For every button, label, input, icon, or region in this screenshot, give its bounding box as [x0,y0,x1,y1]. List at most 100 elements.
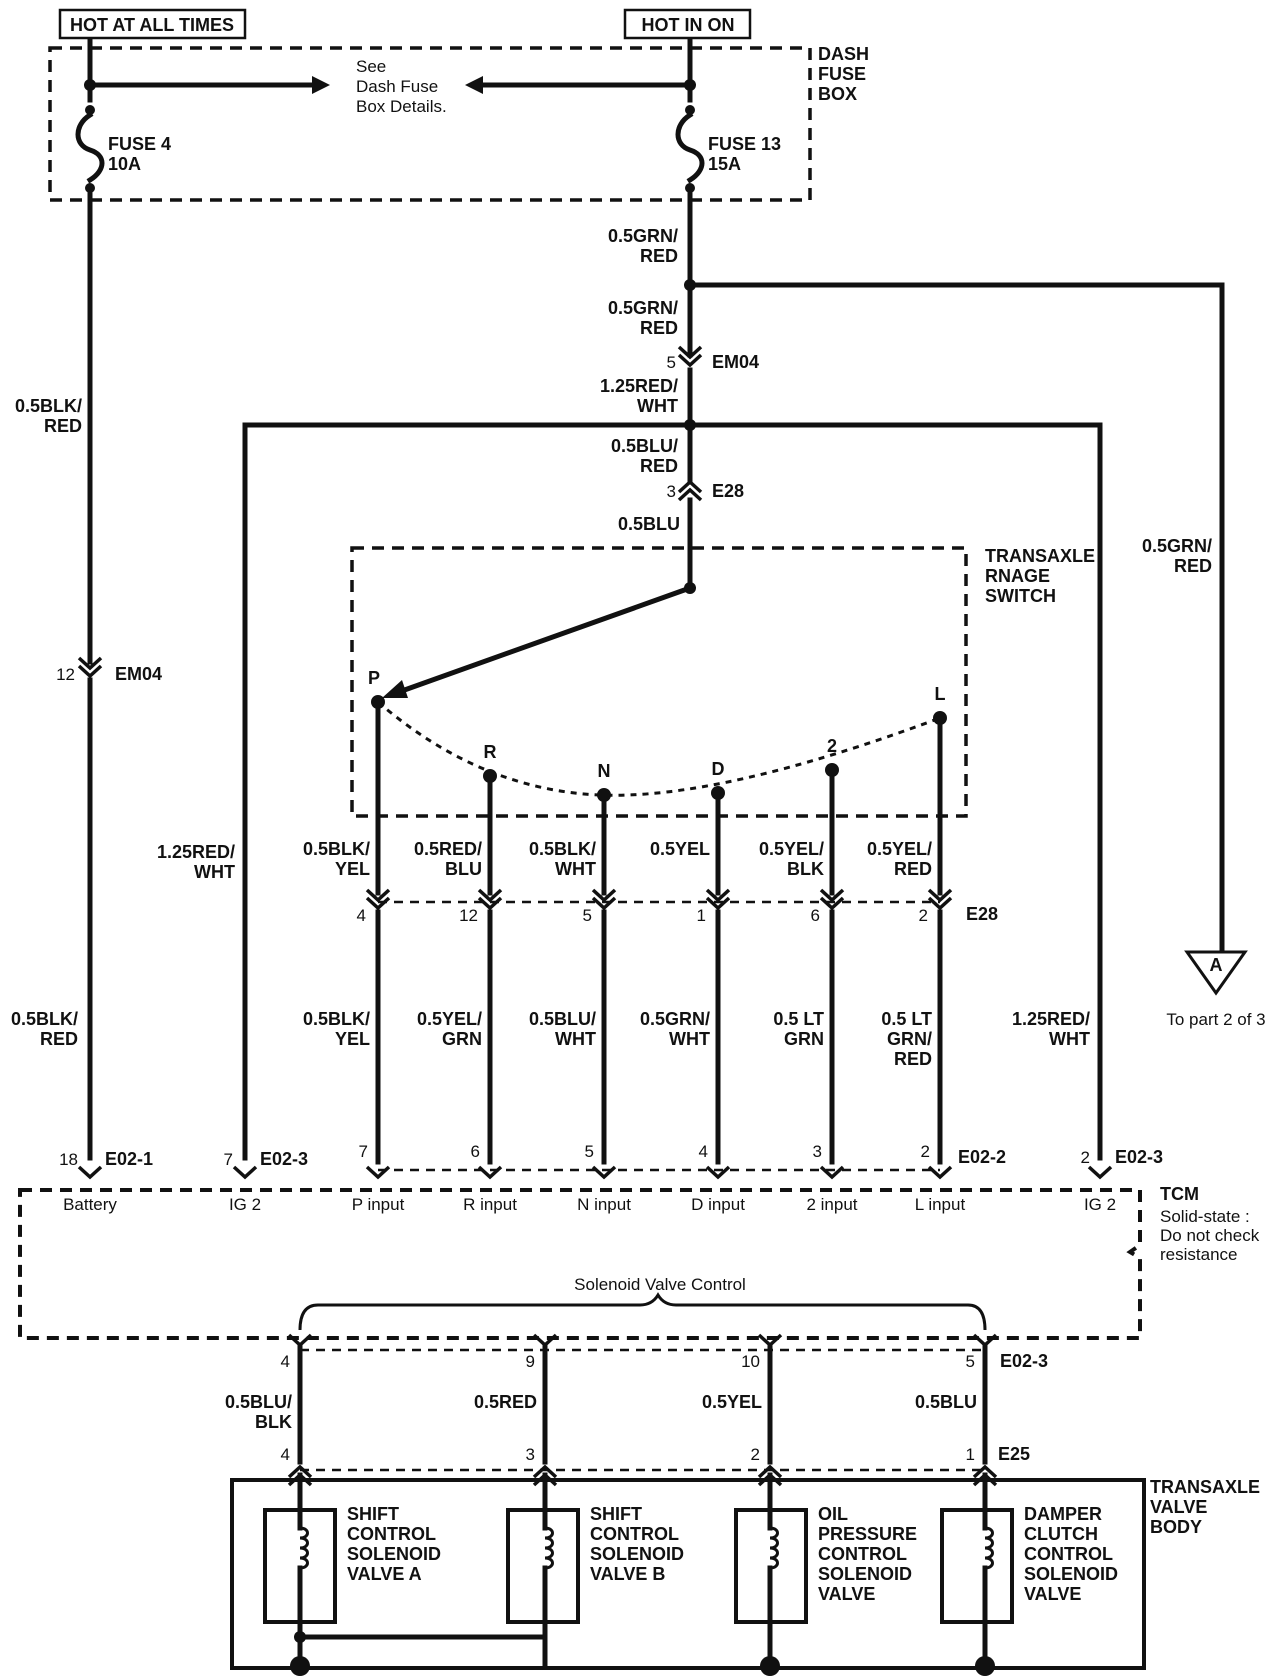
wire-upper-L: 0.5YEL/RED [867,839,932,879]
e28-pin3: 3 [667,482,676,501]
wire-upper-R: 0.5RED/BLU [414,839,482,879]
wire-upper-2: 0.5YEL/BLK [759,839,824,879]
valve-body-outline [230,1478,1146,1670]
e28-pin-2: 6 [811,906,820,925]
tcm-title: TCM [1160,1184,1199,1204]
fuse-13-symbol [675,111,705,184]
e02-pin-N: 5 [585,1142,594,1161]
em04-label: EM04 [712,352,759,372]
fuse-4-symbol [75,111,105,184]
solenoid-control-label: Solenoid Valve Control [574,1275,746,1294]
e02-3-label-b: E02-3 [1115,1147,1163,1167]
e25-label: E25 [998,1444,1030,1464]
ground-icon [290,1656,310,1676]
em04-pin5: 5 [667,353,676,372]
e28-pin-L: 2 [919,906,928,925]
valve-wire-3: 0.5BLU [915,1392,977,1412]
wire-blk-red-upper: 0.5BLK/RED [15,396,82,436]
valve-e02-pin-1: 9 [526,1352,535,1371]
tcm-pin-1: IG 2 [229,1195,261,1214]
tcm-pin-6: 2 input [806,1195,857,1214]
valve-wire-0: 0.5BLU/BLK [225,1392,292,1432]
switch-contact-arc [377,700,941,797]
tcm-pin-2: P input [352,1195,405,1214]
switch-position-D: D [712,759,725,779]
e02-2-label: E02-2 [958,1147,1006,1167]
em04-pin12: 12 [56,665,75,684]
ground-icon [975,1656,995,1676]
e02-pin-P: 7 [359,1142,368,1161]
tcm-pin-7: L input [915,1195,966,1214]
wire-lower-N: 0.5BLU/WHT [529,1009,596,1049]
valve-e25-pin-1: 3 [526,1445,535,1464]
hot-at-all-times-label: HOT AT ALL TIMES [70,15,234,35]
wire-blu: 0.5BLU [618,514,680,534]
switch-position-R: R [484,742,497,762]
e28-pin-P: 4 [357,906,366,925]
pin-2: 2 [1081,1148,1090,1167]
e02-1-label: E02-1 [105,1149,153,1169]
wire-grn-red-1: 0.5GRN/RED [608,226,678,266]
wire-grn-red-2: 0.5GRN/RED [608,298,678,338]
e02-pin-2: 3 [813,1142,822,1161]
ground-icon [760,1656,780,1676]
wire-red-wht-top: 1.25RED/WHT [600,376,678,416]
e28-pin-N: 5 [583,906,592,925]
pin-18: 18 [59,1150,78,1169]
valve-e25-pin-0: 4 [281,1445,290,1464]
wire-ig2-right: 1.25RED/WHT [1012,1009,1090,1049]
coil-icon [544,1526,554,1570]
coil-icon [769,1526,779,1570]
wire-blk-red-lower: 0.5BLK/RED [11,1009,78,1049]
hot-in-on-label: HOT IN ON [642,15,735,35]
valve-wire-1: 0.5RED [474,1392,537,1412]
tcm-pin-5: D input [691,1195,745,1214]
tcm-pin-8: IG 2 [1084,1195,1116,1214]
e02-pin-R: 6 [471,1142,480,1161]
tcm-pin-3: R input [463,1195,517,1214]
wire-blu-red: 0.5BLU/RED [611,436,678,476]
wire-lower-D: 0.5GRN/WHT [640,1009,710,1049]
arrow-right-icon [312,76,330,94]
e28-pin-D: 1 [697,906,706,925]
hot-at-all-times-box [58,8,247,40]
valve-e02-pin-0: 4 [281,1352,290,1371]
tcm-outline [18,1188,1142,1340]
e02-3-label-a: E02-3 [260,1149,308,1169]
valve-e25-pin-2: 2 [751,1445,760,1464]
arrow-left-icon [465,76,483,94]
coil-icon [299,1526,309,1570]
solenoid-control-bracket [298,1292,987,1331]
e02-pin-D: 4 [699,1142,708,1161]
wire-lower-P: 0.5BLK/YEL [303,1009,370,1049]
offpage-text: To part 2 of 3 [1166,1010,1265,1029]
dash-fuse-box-outline [48,46,812,202]
offpage-marker-label: A [1210,955,1223,975]
wire-upper-N: 0.5BLK/WHT [529,839,596,879]
switch-arm-arrow-icon [382,680,408,698]
solenoid-box-3 [940,1508,1014,1624]
coil-icon [984,1526,994,1570]
wire-ig2-left: 1.25RED/WHT [157,842,235,882]
switch-position-L: L [935,684,946,704]
wire-upper-P: 0.5BLK/YEL [303,839,370,879]
e28-pin-R: 12 [459,906,478,925]
tcm-pin-4: N input [577,1195,631,1214]
range-switch-outline [350,546,968,818]
switch-position-P: P [368,668,380,688]
wire-grn-red-right: 0.5GRN/RED [1142,536,1212,576]
valve-wire-2: 0.5YEL [702,1392,762,1412]
tcm-pin-0: Battery [63,1195,117,1214]
